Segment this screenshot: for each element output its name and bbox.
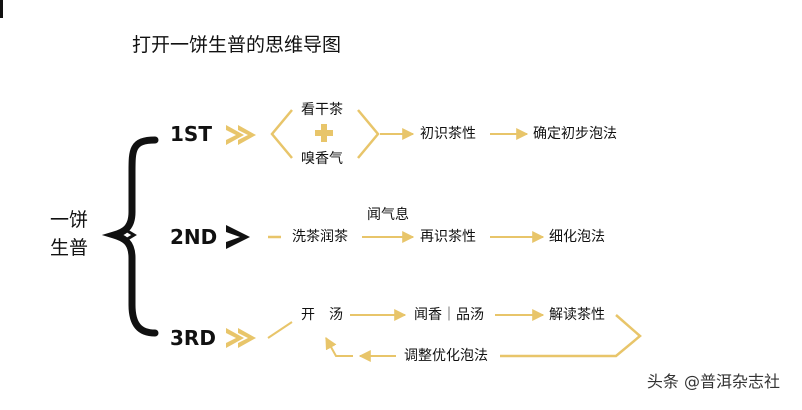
stage1-close-bracket xyxy=(357,109,380,159)
slash-3rd xyxy=(267,321,293,339)
node-open-soup: 开 汤 xyxy=(301,307,343,323)
loop-return-line xyxy=(500,314,642,358)
node-wash-tea: 洗茶润茶 xyxy=(292,229,348,245)
stage-label-2nd: 2ND xyxy=(170,225,218,249)
node-re-know-tea: 再识茶性 xyxy=(420,229,476,245)
node-smell-breath: 闻气息 xyxy=(367,207,409,223)
node-smell-aroma: 嗅香气 xyxy=(301,151,343,167)
stage1-open-bracket xyxy=(270,109,293,159)
root-label-line2: 生普 xyxy=(50,237,89,259)
chevron-2nd-icon xyxy=(226,225,250,249)
node-refine-brew-method: 细化泡法 xyxy=(549,229,605,245)
vertical-tick-mark xyxy=(0,0,3,18)
node-smell-taste: 闻香｜品汤 xyxy=(414,307,484,323)
root-brace xyxy=(101,136,159,337)
node-initial-brew-method: 确定初步泡法 xyxy=(533,126,617,142)
node-adjust-optimize: 调整优化泡法 xyxy=(404,348,488,364)
node-first-know-tea: 初识茶性 xyxy=(420,126,476,142)
stage-label-3rd: 3RD xyxy=(170,326,216,350)
node-interpret-tea: 解读茶性 xyxy=(549,307,605,323)
chevron-3rd-icon xyxy=(226,328,256,348)
stage-label-1st: 1ST xyxy=(170,122,212,146)
chevron-1st-icon xyxy=(226,125,256,145)
plus-icon xyxy=(315,124,333,142)
root-label-line1: 一饼 xyxy=(50,209,89,231)
source-watermark: 头条 @普洱杂志社 xyxy=(646,372,780,391)
node-look-dry-tea: 看干茶 xyxy=(301,102,343,118)
root-brace-diamond xyxy=(111,227,137,243)
diagram-title: 打开一饼生普的思维导图 xyxy=(132,34,342,56)
loop-arrow-to-open xyxy=(325,336,353,357)
